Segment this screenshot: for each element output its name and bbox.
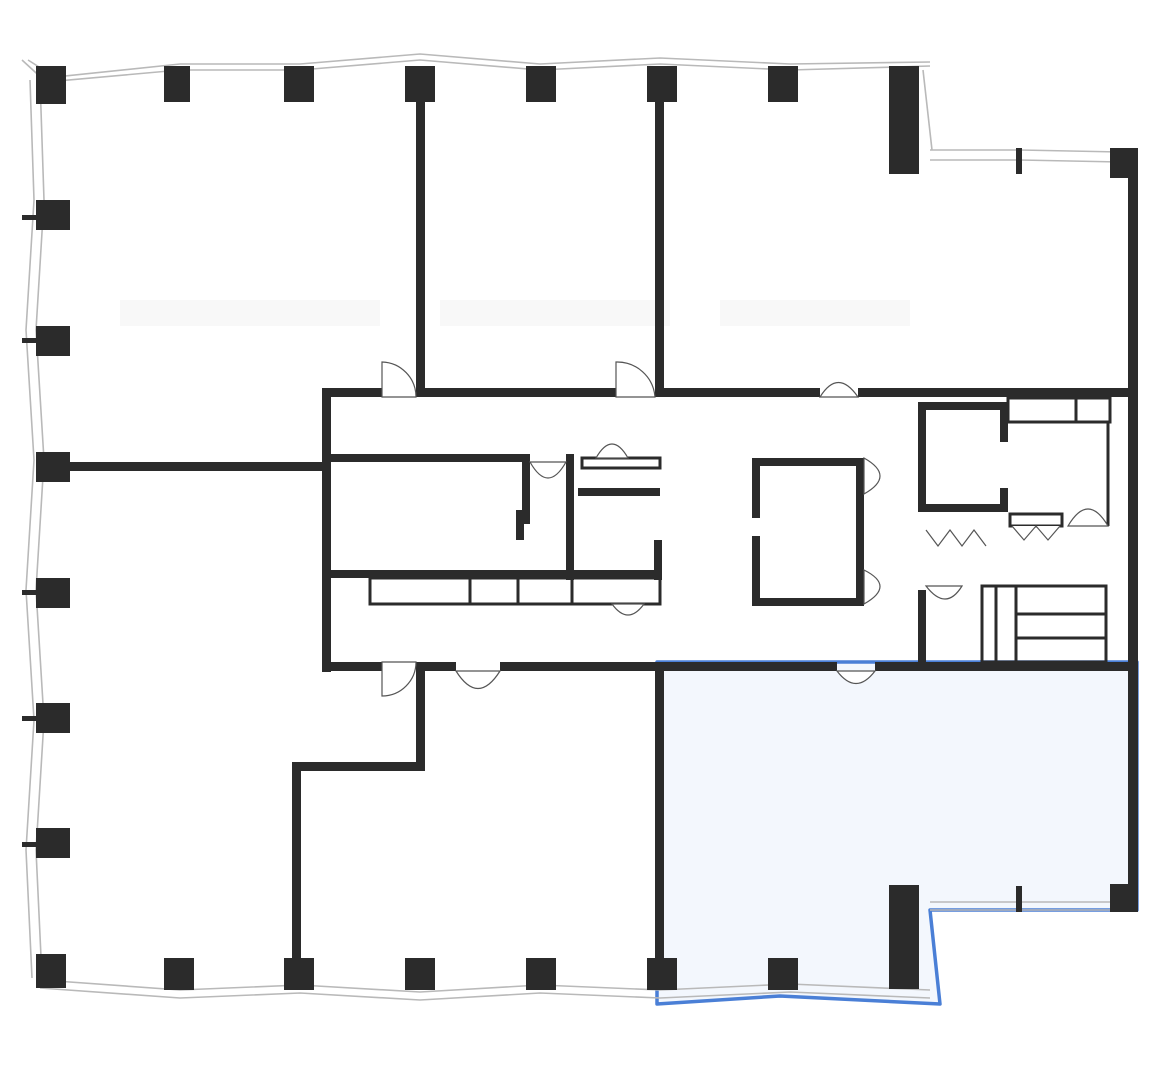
column [284,958,314,990]
watermark [120,300,910,326]
column [36,828,70,858]
door [594,443,630,459]
core-wall [330,570,660,578]
service-room [1008,512,1064,528]
core-wall [655,388,820,397]
mullion [22,215,38,220]
column [36,66,66,104]
mullion [1016,148,1022,174]
core-wall [918,590,926,666]
door [818,381,860,398]
stairs [980,584,1108,664]
column [768,958,798,990]
column [526,66,556,102]
core-wall [752,458,760,518]
partition-wall [44,462,324,471]
core-wall [752,458,862,466]
structural-columns [22,66,1138,990]
door [615,361,656,398]
mullion [22,338,38,343]
column [405,958,435,990]
core-wall [416,388,616,397]
column [889,66,919,174]
unit-wall [875,662,1137,671]
column [284,66,314,102]
column [164,66,190,102]
partition-wall [655,96,664,396]
core-wall [918,402,1008,410]
core-shaft [580,456,662,470]
core-wall [1000,402,1008,442]
partition-wall [416,662,425,770]
core-wall [918,402,926,512]
door [924,585,964,600]
core-wall [516,510,524,540]
column [36,326,70,356]
door [1011,525,1061,541]
core-shaft [368,576,662,606]
door [863,569,881,606]
core-wall [500,662,657,671]
door [925,529,987,547]
selected-unit-door[interactable] [835,670,877,685]
service-room [1006,396,1112,424]
partition-wall [416,96,425,396]
column [36,578,70,608]
column [647,958,677,990]
door [381,661,417,697]
column [889,885,919,989]
column [36,200,70,230]
core-wall [322,388,382,397]
mullion [1016,886,1022,912]
core-wall [752,598,862,606]
core-wall [578,488,660,496]
core-wall [322,388,331,672]
core-wall [654,540,662,580]
core-wall [416,662,456,671]
core-wall [330,454,530,462]
exterior-wall-right [1128,150,1138,910]
core-wall [566,454,574,580]
column [36,703,70,733]
mullion [22,590,38,595]
partition-wall [655,662,664,962]
core-wall [1000,488,1008,512]
core-wall [522,454,530,524]
partition-wall [292,762,425,771]
mullion [22,716,38,721]
core-wall [918,504,1008,512]
core-wall [752,536,760,606]
unit-wall [657,662,837,671]
door [863,456,881,496]
column [164,958,194,990]
core-wall [322,662,382,671]
door [454,670,502,689]
door [528,461,568,479]
door [1066,508,1110,527]
mullion [22,842,38,847]
partition-wall [292,762,301,962]
interior-walls [44,96,1138,962]
column [768,66,798,102]
core-wall [858,388,1138,397]
doors [381,361,1110,697]
column [36,954,66,988]
column [526,958,556,990]
core-wall [856,458,864,606]
door [381,361,417,398]
door [610,603,646,616]
